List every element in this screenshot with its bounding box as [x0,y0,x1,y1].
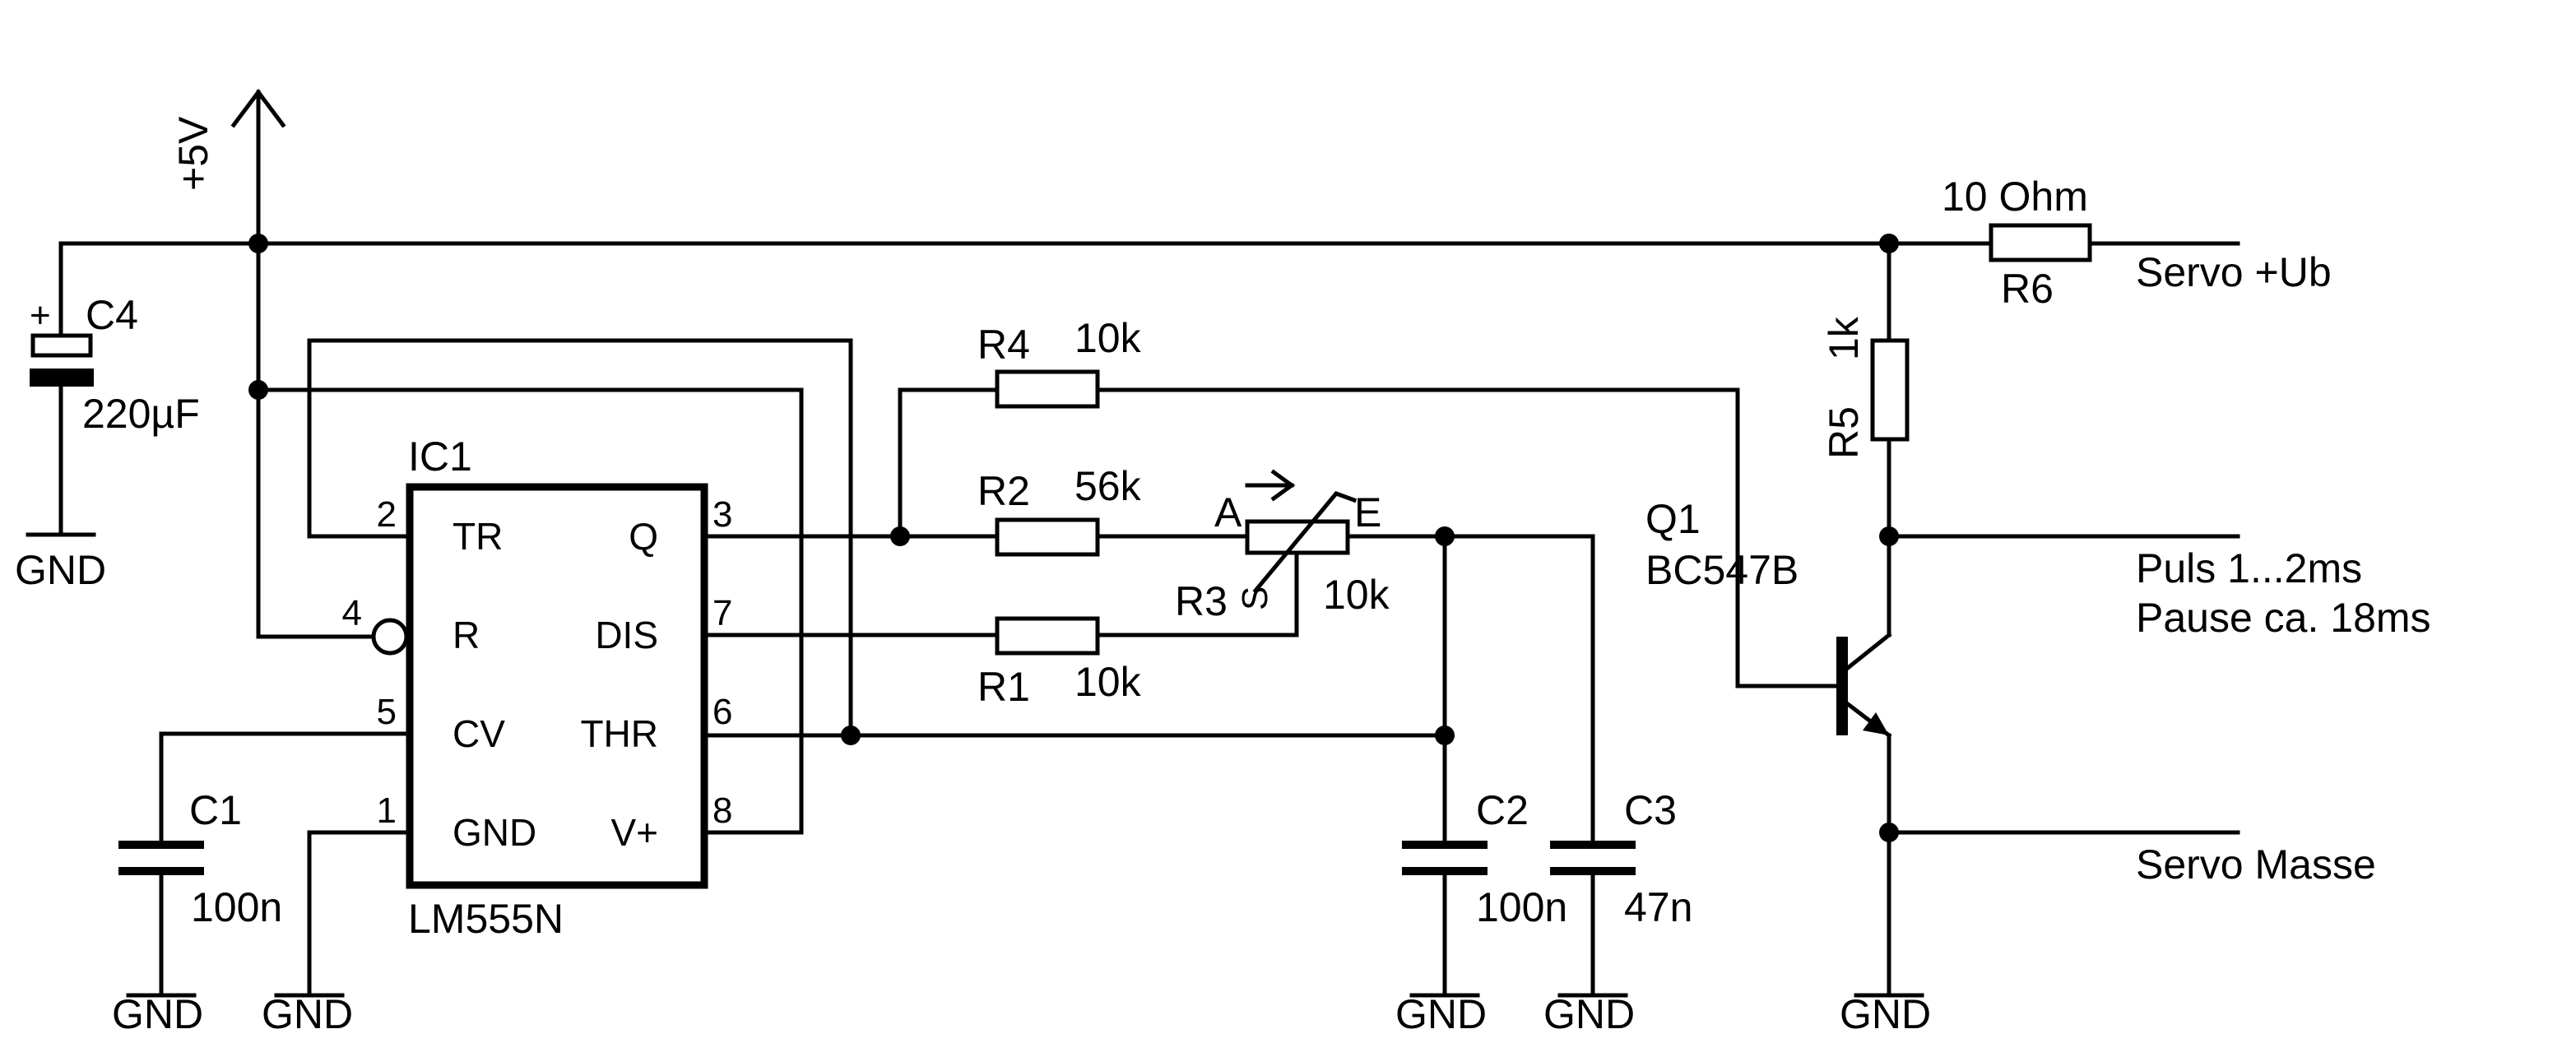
pin-4-num: 4 [342,593,362,633]
c4-name: C4 [86,292,138,338]
ic1-type: LM555N [408,896,564,942]
c3-name: C3 [1624,787,1677,833]
gnd-label: GND [15,547,106,593]
q1-type: BC547B [1645,547,1799,593]
junction-dot [1879,823,1899,842]
capacitor-c4: + C4 220µF GND [15,241,200,593]
ic1-name: IC1 [408,433,472,480]
pin-2-num: 2 [377,494,397,535]
c2-value: 100n [1476,884,1567,930]
c4-polarity: + [30,295,51,336]
gnd-label: GND [1543,991,1635,1037]
capacitor-c2: C2 100n GND [1395,534,1567,1037]
pin-thr-name: THR [580,712,658,755]
junction-dot [1879,526,1899,546]
c4-value: 220µF [82,391,200,437]
wire-tr [307,338,853,738]
servo-ub-label: Servo +Ub [2136,249,2332,295]
c3-value: 47n [1624,884,1692,930]
r3-name: R3 [1175,578,1228,624]
puls-label-line1: Puls 1...2ms [2136,545,2362,591]
r3-pin-e: E [1354,489,1381,535]
supply-label: +5V [170,116,216,191]
resistor-r1: R1 10k [977,616,1142,710]
resistor-r6: 10 Ohm R6 [1942,174,2092,312]
c2-name: C2 [1476,787,1529,833]
arrow-right-icon [1245,469,1296,502]
r1-value: 10k [1074,659,1142,705]
resistor-r2: R2 56k [977,463,1250,557]
r3-pin-s: S [1235,586,1275,610]
pin-vplus-name: V+ [610,811,658,854]
ic1-555-timer: IC1 LM555N TR R CV GND Q DIS THR V+ 2 4 … [342,433,733,942]
r2-name: R2 [977,468,1030,514]
pin-7-num: 7 [712,593,732,633]
pin-dis-name: DIS [595,614,658,656]
gnd-label: GND [1395,991,1487,1037]
r4-value: 10k [1074,315,1142,361]
r6-value: 10 Ohm [1942,174,2088,220]
wire-vplus [256,387,804,835]
gnd-label: GND [1840,991,1931,1037]
r3-value: 10k [1323,572,1390,618]
r1-name: R1 [977,664,1030,710]
r2-value: 56k [1074,463,1142,509]
pin-5-num: 5 [377,692,397,732]
capacitor-c1: C1 100n GND [112,787,282,1037]
potentiometer-r3: A E S R3 10k [1095,469,1595,843]
pin-3-num: 3 [712,494,732,535]
pin-1-num: 1 [377,790,397,831]
transistor-q1: Q1 BC547B GND [1645,496,1931,1037]
gnd-label: GND [112,991,203,1037]
resistor-r5: R5 1k [1821,241,1910,637]
puls-label-line2: Pause ca. 18ms [2136,595,2431,641]
r4-name: R4 [977,322,1030,368]
servo-masse-label: Servo Masse [2136,841,2376,888]
adjust-line-icon [1252,491,1358,594]
emitter-arrow-icon [1863,712,1889,735]
c1-value: 100n [191,884,282,930]
r5-value: 1k [1821,316,1867,360]
supply-arrow-icon [230,88,286,128]
resistor-r4: R4 10k [898,315,1839,688]
wire-reset [256,241,376,639]
gnd-label: GND [262,991,353,1037]
pin-cv-name: CV [453,712,505,755]
wire-ic-gnd [307,830,412,998]
pin-gnd-name: GND [453,811,536,854]
r3-pin-a: A [1214,489,1242,535]
pin-tr-name: TR [453,515,503,558]
reset-inversion-bubble-icon [371,618,409,656]
pin-r-name: R [453,614,480,656]
r6-name: R6 [2001,266,2054,312]
pin-q-name: Q [629,515,658,558]
supply-5v: +5V [170,88,286,246]
c1-name: C1 [189,787,242,833]
r5-name: R5 [1821,406,1867,459]
wire-cv [159,731,412,843]
capacitor-c3: C3 47n GND [1543,787,1692,1037]
q1-name: Q1 [1645,496,1701,542]
pin-6-num: 6 [712,692,732,732]
pin-8-num: 8 [712,790,732,831]
junction-dot [841,725,861,745]
